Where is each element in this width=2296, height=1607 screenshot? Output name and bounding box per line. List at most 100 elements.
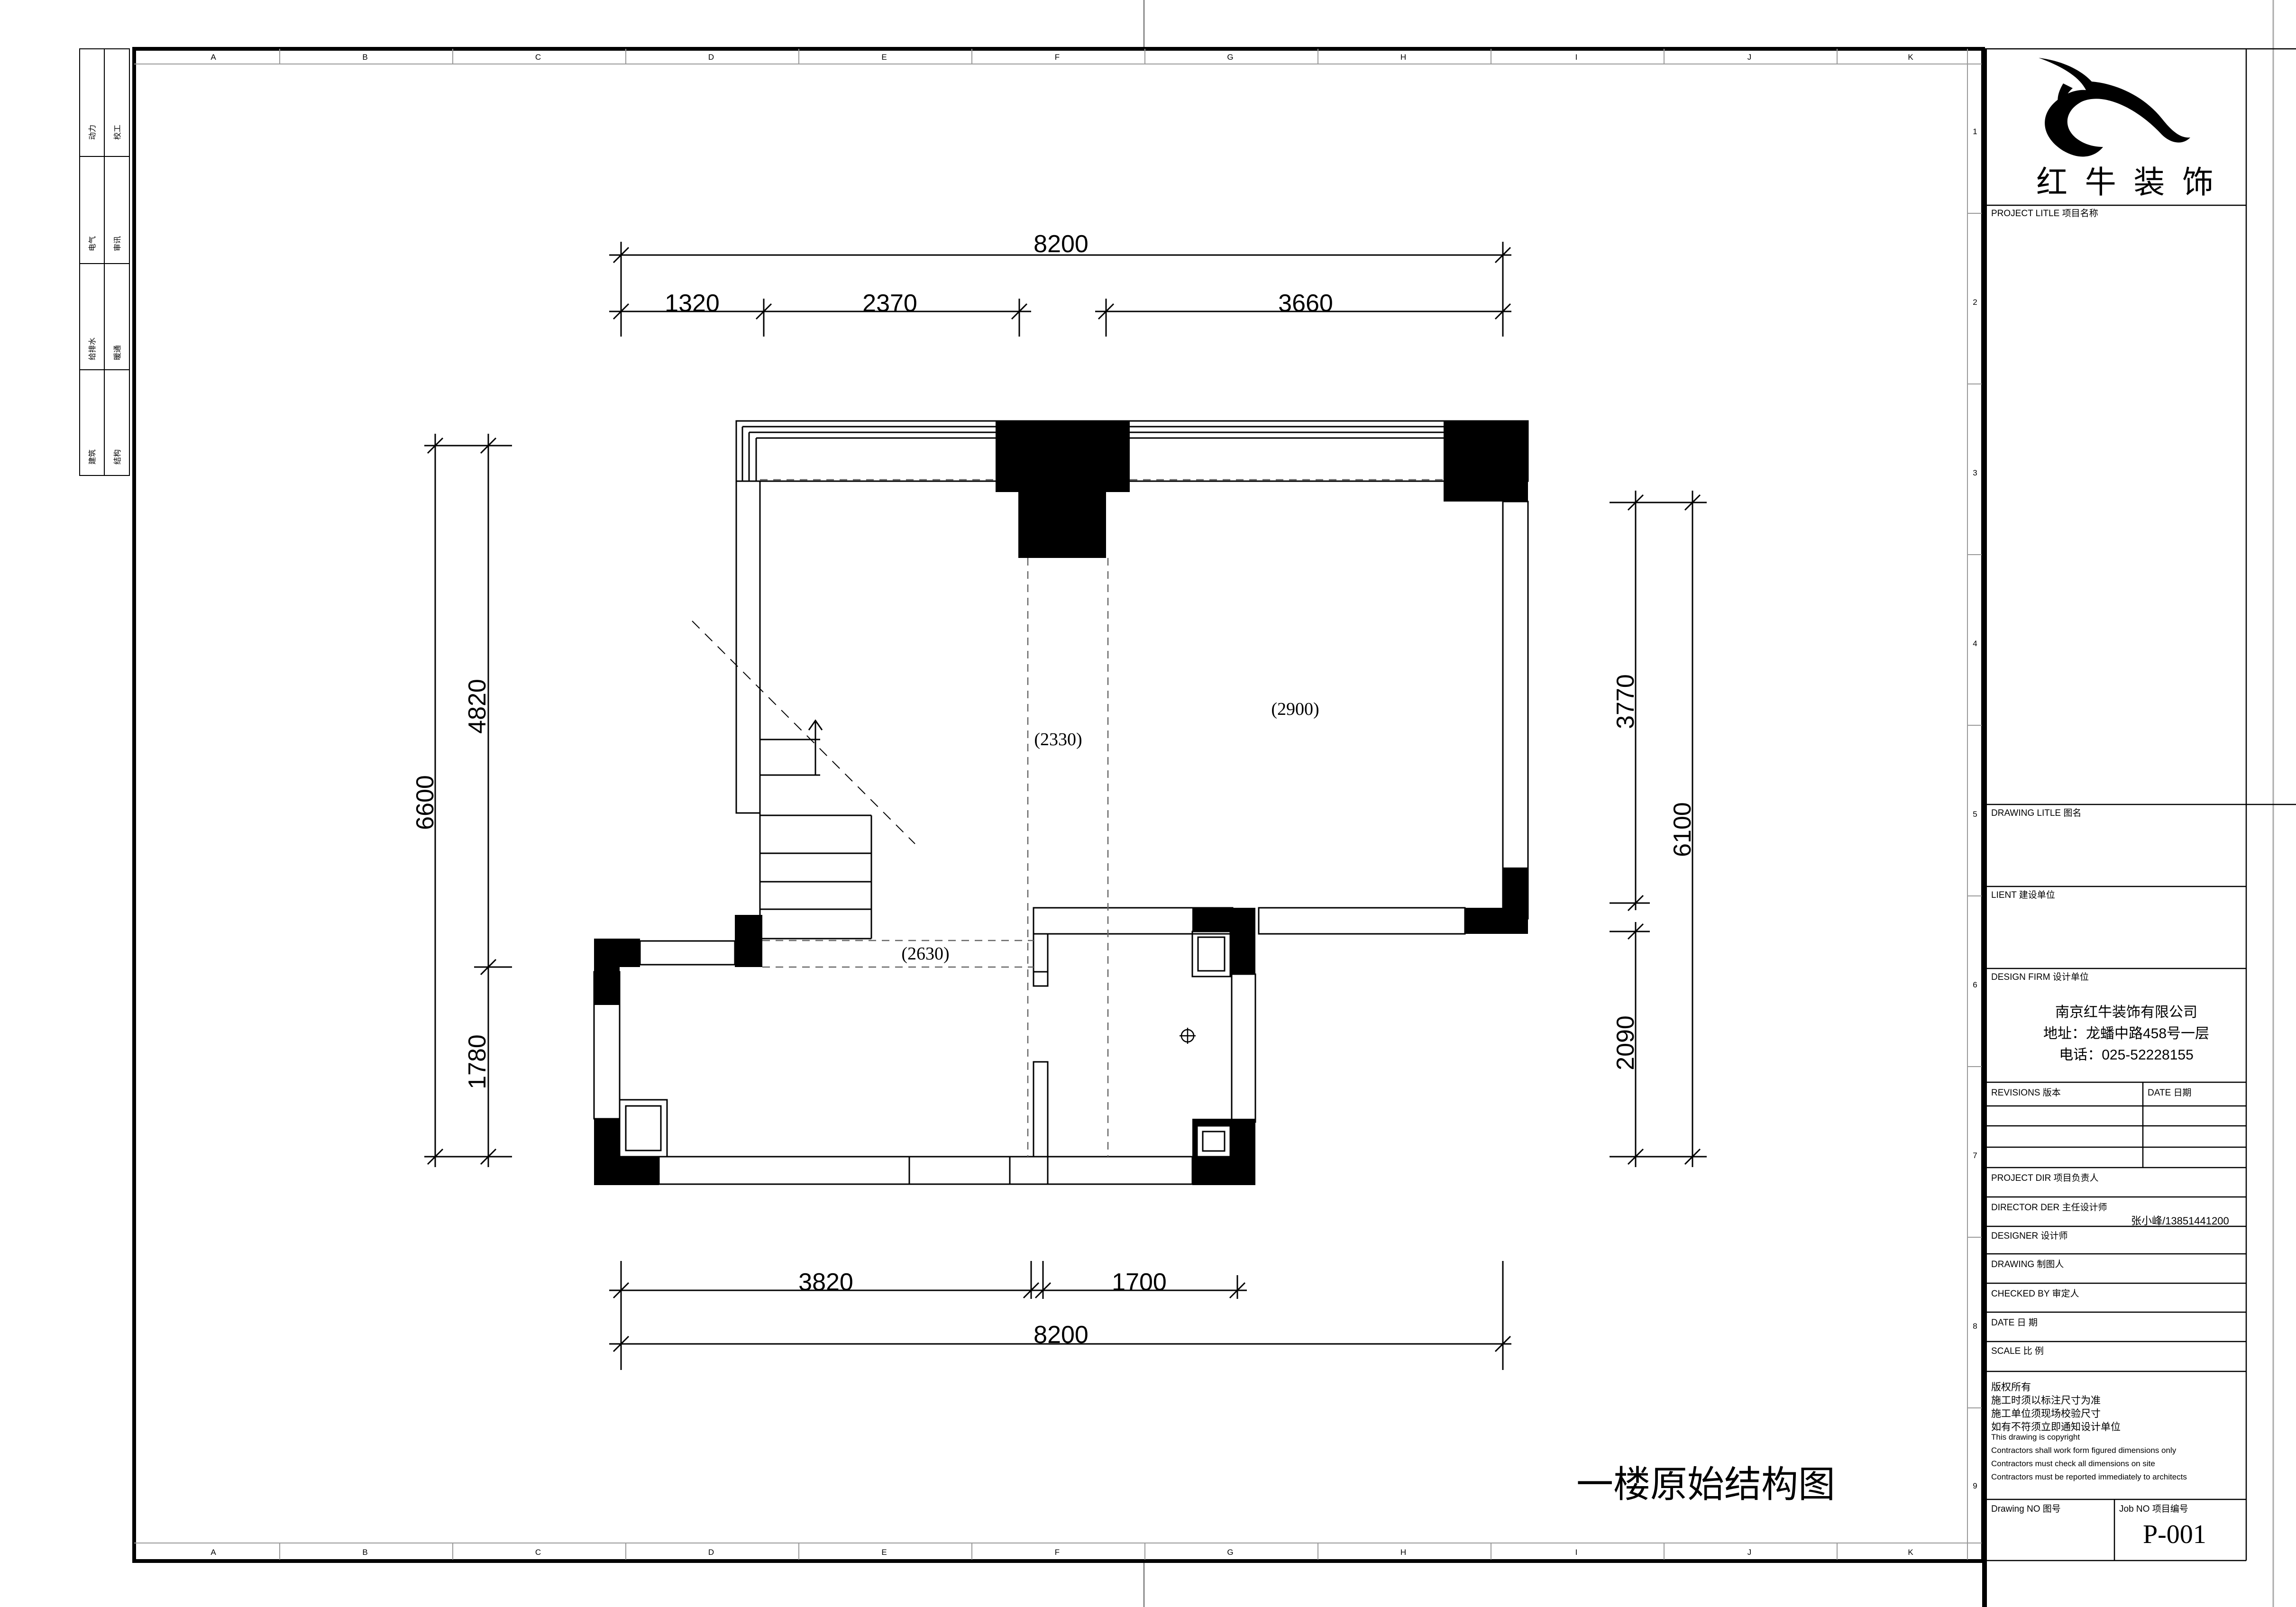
grid-letters-bottom: A B C D E F G H I J K <box>210 1548 1913 1557</box>
signoff-label: 电气 <box>88 236 97 251</box>
grid-letter: I <box>1575 53 1578 62</box>
signoff-labels: 动力 校工 电气 审讯 给排水 暖通 建筑 结构 <box>88 125 122 465</box>
dim-bottom-3820: 3820 <box>798 1269 853 1296</box>
grid-number: 1 <box>1973 127 1977 136</box>
note-line: 如有不符须立即通知设计单位 <box>1991 1422 2121 1433</box>
grid-number: 4 <box>1973 639 1977 648</box>
checked-by-label: CHECKED BY 审定人 <box>1991 1289 2079 1299</box>
staircase <box>692 621 915 941</box>
column-insets <box>619 931 1231 1158</box>
note-line: Contractors must be reported immediately… <box>1991 1472 2187 1481</box>
beam-lines <box>760 479 1444 1157</box>
dim-top-2370: 2370 <box>862 290 917 317</box>
bottom-openings <box>908 1156 1049 1185</box>
grid-letter: D <box>708 53 714 62</box>
note-line: Contractors shall work form figured dime… <box>1991 1446 2177 1455</box>
grid-letter: J <box>1747 1548 1752 1557</box>
firm-address: 地址：龙蟠中路458号一层 <box>2043 1026 2210 1041</box>
grid-number: 5 <box>1973 810 1977 819</box>
walls <box>593 420 1529 1185</box>
grid-letter: C <box>535 53 541 62</box>
job-no-value: P-001 <box>2143 1520 2206 1549</box>
grid-letter: J <box>1747 53 1752 62</box>
grid-letter: I <box>1575 1548 1578 1557</box>
grid-number: 3 <box>1973 468 1977 477</box>
grid-number: 8 <box>1973 1322 1977 1331</box>
grid-number: 9 <box>1973 1481 1977 1490</box>
dim-right-3770: 3770 <box>1612 674 1639 729</box>
beam-label-2330: (2330) <box>1034 730 1082 749</box>
columns <box>594 421 1528 1185</box>
grid-letters-top: A B C D E F G H I J K <box>210 53 1913 62</box>
grid-letter: K <box>1908 1548 1913 1557</box>
grid-letter: B <box>362 1548 367 1557</box>
dim-right-2090: 2090 <box>1612 1015 1639 1070</box>
signoff-label: 给排水 <box>88 338 97 360</box>
grid-letter: A <box>210 53 216 62</box>
signoff-label: 建筑 <box>88 449 97 465</box>
note-line: This drawing is copyright <box>1991 1433 2080 1442</box>
beam-label-2630: (2630) <box>901 944 949 964</box>
grid-letter: A <box>210 1548 216 1557</box>
signoff-label: 暖通 <box>113 345 122 360</box>
signoff-label: 校工 <box>113 125 122 140</box>
grid-number: 6 <box>1973 980 1977 989</box>
note-line: 版权所有 <box>1991 1382 2031 1393</box>
grid-letter: B <box>362 53 367 62</box>
note-line: 施工时须以标注尺寸为准 <box>1991 1395 2101 1406</box>
grid-letter: E <box>881 53 887 62</box>
drawing-title: 一楼原始结构图 <box>1576 1463 1835 1505</box>
grid-number: 7 <box>1973 1151 1977 1160</box>
signoff-label: 审讯 <box>113 236 122 251</box>
grid-letter: K <box>1908 53 1913 62</box>
date-header-label: DATE 日期 <box>2148 1088 2192 1098</box>
note-line: 施工单位须现场校验尺寸 <box>1991 1408 2101 1419</box>
grid-letter: G <box>1227 1548 1233 1557</box>
dim-left-1780: 1780 <box>464 1034 491 1089</box>
signoff-label: 结构 <box>113 449 122 465</box>
title-block <box>1985 48 2296 1561</box>
project-dir-label: PROJECT DIR 项目负责人 <box>1991 1173 2099 1183</box>
grid-rulers <box>134 49 1982 1560</box>
floor-drain-icon <box>1180 1028 1196 1044</box>
dim-bottom-1700: 1700 <box>1112 1269 1167 1296</box>
signoff-label: 动力 <box>88 125 97 140</box>
dim-top-1320: 1320 <box>665 290 720 317</box>
grid-letter: G <box>1227 53 1233 62</box>
director-label: DIRECTOR DER 主任设计师 <box>1991 1203 2107 1213</box>
revisions-label: REVISIONS 版本 <box>1991 1088 2061 1098</box>
signoff-strip <box>79 48 130 476</box>
client-label: LIENT 建设单位 <box>1991 890 2055 900</box>
design-firm-label: DESIGN FIRM 设计单位 <box>1991 972 2089 982</box>
dim-left-4820: 4820 <box>464 679 491 734</box>
dim-left-6600: 6600 <box>412 775 439 830</box>
grid-letter: F <box>1055 1548 1060 1557</box>
dimension-texts: 8200 1320 2370 3660 3820 1700 8200 6600 … <box>412 230 1696 1349</box>
director-value: 张小峰/13851441200 <box>2131 1215 2229 1227</box>
floor-plan: (2330) (2900) (2630) <box>593 420 1529 1185</box>
job-no-label: Job NO 项目编号 <box>2119 1504 2188 1514</box>
brand-name: 红 牛 装 饰 <box>2036 164 2214 200</box>
dimension-lines <box>424 242 1707 1370</box>
drawing-by-label: DRAWING 制图人 <box>1991 1260 2064 1269</box>
grid-letter: H <box>1400 53 1406 62</box>
dim-bottom-overall: 8200 <box>1034 1321 1089 1349</box>
designer-label: DESIGNER 设计师 <box>1991 1231 2068 1241</box>
firm-phone: 电话：025-52228155 <box>2059 1047 2194 1063</box>
beam-label-2900: (2900) <box>1271 699 1319 719</box>
drawing-title-label: DRAWING LITLE 图名 <box>1991 808 2082 818</box>
dim-top-overall: 8200 <box>1034 230 1089 258</box>
room-outlines <box>1034 933 1256 1119</box>
grid-letter: D <box>708 1548 714 1557</box>
dim-right-6100: 6100 <box>1669 802 1696 857</box>
dim-top-3660: 3660 <box>1278 290 1333 317</box>
brand-logo <box>2039 58 2190 157</box>
trim-marks <box>1143 0 2274 1607</box>
note-line: Contractors must check all dimensions on… <box>1991 1459 2155 1468</box>
scale-label: SCALE 比 例 <box>1991 1346 2044 1356</box>
firm-name: 南京红牛装饰有限公司 <box>2055 1004 2197 1020</box>
grid-letter: H <box>1400 1548 1406 1557</box>
grid-numbers-right: 1 2 3 4 5 6 7 8 9 <box>1973 127 1977 1490</box>
grid-letter: C <box>535 1548 541 1557</box>
